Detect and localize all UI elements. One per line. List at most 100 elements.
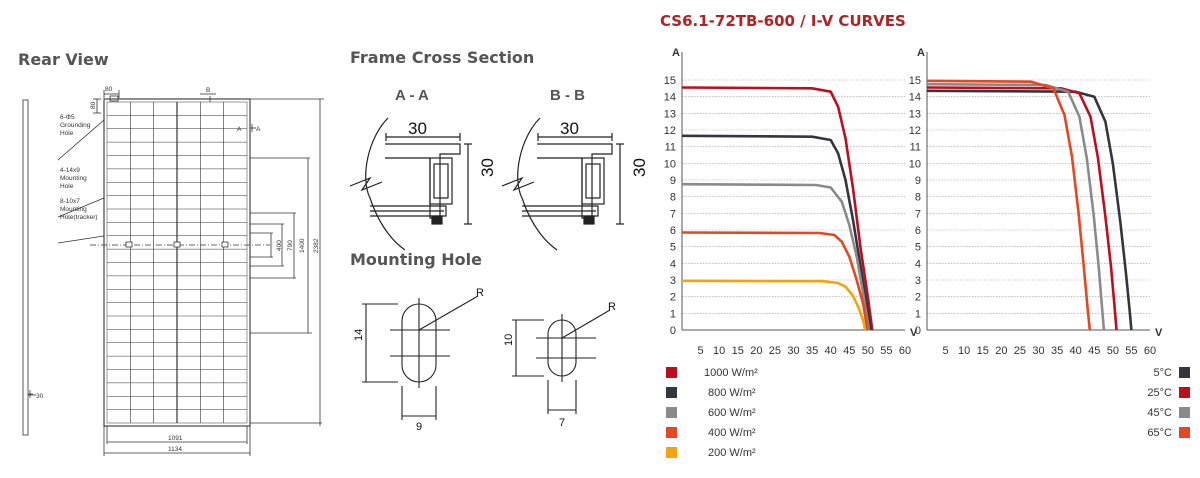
legend-swatch-1000: [666, 367, 677, 378]
irradiance-chart-y-tick-label: 1: [670, 308, 676, 320]
temperature-chart-y-tick-label: 9: [915, 175, 921, 187]
legend-item-5c: 5°C: [1110, 366, 1190, 380]
temperature-chart-x-tick-label: 50: [1107, 345, 1119, 357]
temperature-chart-y-tick-label: 2: [915, 292, 921, 304]
irradiance-chart-y-tick-label: 9: [670, 175, 676, 187]
cross-section-aa-title: A - A: [395, 87, 429, 104]
mounting-hole-left-height: 14: [353, 329, 365, 341]
irradiance-chart-x-tick-label: 60: [899, 345, 911, 357]
grounding-hole-label-1: Grounding: [60, 122, 91, 129]
legend-swatch-45c: [1179, 407, 1190, 418]
cell-grid: [107, 102, 247, 423]
legend-swatch-800: [666, 387, 677, 398]
temperature-chart-x-tick-label: 5: [943, 345, 949, 357]
irradiance-chart-y-tick-label: 15: [664, 75, 676, 87]
irradiance-chart-series-line-4: [681, 279, 867, 331]
irradiance-chart-x-tick-label: 50: [862, 345, 874, 357]
irradiance-chart-y-tick-label: 5: [670, 242, 676, 254]
grounding-hole-label-2: Hole: [60, 130, 74, 137]
temperature-chart-y-tick-label: 4: [915, 258, 921, 270]
temperature-chart-x-tick-label: 40: [1070, 345, 1082, 357]
dim-80-top: 80: [105, 86, 113, 93]
cross-section-bb-height: 30: [630, 158, 649, 177]
temperature-chart-x-tick-label: 45: [1088, 345, 1100, 357]
legend-swatch-65c: [1179, 427, 1190, 438]
legend-label-800: 800 W/m²: [708, 387, 756, 399]
legend-label-25c: 25°C: [1147, 387, 1172, 399]
irradiance-chart-y-tick-label: 12: [664, 125, 676, 137]
temperature-chart-x-tick-label: 25: [1014, 345, 1026, 357]
label-b: B: [206, 87, 210, 94]
legend-swatch-25c: [1179, 387, 1190, 398]
dim-80-side: 80: [90, 101, 97, 109]
legend-item-600: 600 W/m²: [666, 406, 806, 420]
temperature-chart-y-tick-label: 8: [915, 192, 921, 204]
temperature-chart-series-line-0: [926, 89, 1133, 331]
legend-swatch-5c: [1179, 367, 1190, 378]
legend-item-45c: 45°C: [1110, 406, 1190, 420]
irradiance-chart-y-tick-label: 13: [664, 108, 676, 120]
irradiance-chart-y-tick-label: 10: [664, 158, 676, 170]
temperature-chart-y-tick-label: 14: [909, 92, 921, 104]
mounting-hole-right-height: 10: [503, 334, 515, 346]
irradiance-chart-y-tick-label: 7: [670, 208, 676, 220]
mounting-hole-left-width: 9: [416, 421, 422, 433]
irradiance-chart-x-tick-label: 35: [806, 345, 818, 357]
mounting-hole-label-1: Mounting: [60, 175, 87, 182]
irradiance-chart-y-axis-label: A: [672, 47, 680, 59]
mounting-hole-spec: 4-14x9: [60, 167, 80, 174]
legend-label-45c: 45°C: [1147, 407, 1172, 419]
temperature-chart-y-tick-label: 10: [909, 158, 921, 170]
irradiance-chart-x-tick-label: 10: [713, 345, 725, 357]
legend-swatch-200: [666, 447, 677, 458]
temperature-chart-x-tick-label: 20: [995, 345, 1007, 357]
irradiance-chart-y-tick-label: 8: [670, 192, 676, 204]
mounting-hole-label-2: Hole: [60, 183, 74, 190]
irradiance-chart-y-tick-label: 6: [670, 225, 676, 237]
dim-400: 400: [276, 240, 283, 251]
dim-790: 790: [287, 240, 294, 251]
temperature-chart-y-tick-label: 11: [910, 142, 921, 154]
temperature-chart-y-tick-label: 12: [909, 125, 921, 137]
mounting-hole-right-radius: R: [608, 301, 616, 313]
frame-cross-section-title: Frame Cross Section: [350, 48, 535, 67]
temperature-chart-y-tick-label: 6: [915, 225, 921, 237]
temperature-chart-series-line-1: [926, 86, 1118, 331]
cross-section-aa-width: 30: [408, 119, 427, 138]
legend-item-200: 200 W/m²: [666, 446, 806, 460]
tracker-hole-spec: 8-10x7: [60, 198, 80, 205]
legend-label-5c: 5°C: [1153, 367, 1172, 379]
cross-section-bb-width: 30: [560, 119, 579, 138]
irradiance-chart-series-line-1: [681, 134, 873, 331]
temperature-chart-y-tick-label: 13: [909, 108, 921, 120]
temperature-chart-x-tick-label: 10: [958, 345, 970, 357]
irradiance-chart-x-axis-label: V: [910, 327, 918, 339]
irradiance-chart-series-line-3: [681, 231, 869, 331]
temperature-chart-x-tick-label: 60: [1144, 345, 1156, 357]
irradiance-chart-x-tick-label: 25: [769, 345, 781, 357]
mounting-hole-drawing: R 14 9 R 10 7: [353, 287, 616, 433]
label-a-2: A: [256, 126, 261, 133]
dim-1091: 1091: [168, 435, 183, 442]
temperature-chart-y-tick-label: 0: [915, 325, 921, 337]
irradiance-chart-x-tick-label: 55: [880, 345, 892, 357]
dim-1400: 1400: [299, 238, 306, 253]
temperature-legend: 5°C 25°C 45°C 65°C: [1110, 366, 1190, 446]
legend-item-800: 800 W/m²: [666, 386, 806, 400]
irradiance-chart-series-line-0: [681, 86, 874, 331]
irradiance-chart-y-tick-label: 14: [664, 92, 676, 104]
irradiance-chart-series-line-2: [681, 182, 871, 331]
temperature-chart-x-tick-label: 35: [1051, 345, 1063, 357]
temperature-chart-x-tick-label: 15: [977, 345, 989, 357]
irradiance-chart-x-tick-label: 5: [698, 345, 704, 357]
mounting-hole-left-radius: R: [476, 287, 484, 299]
temperature-chart-x-tick-label: 30: [1032, 345, 1044, 357]
temperature-chart-x-tick-label: 55: [1125, 345, 1137, 357]
tracker-hole-label-1: Mounting: [60, 206, 87, 213]
irradiance-chart-y-tick-label: 3: [670, 275, 676, 287]
legend-label-1000: 1000 W/m²: [704, 367, 758, 379]
cross-section-bb-title: B - B: [550, 87, 585, 104]
legend-swatch-600: [666, 407, 677, 418]
irradiance-chart-y-tick-label: 4: [670, 258, 676, 270]
irradiance-chart-x-tick-label: 40: [825, 345, 837, 357]
